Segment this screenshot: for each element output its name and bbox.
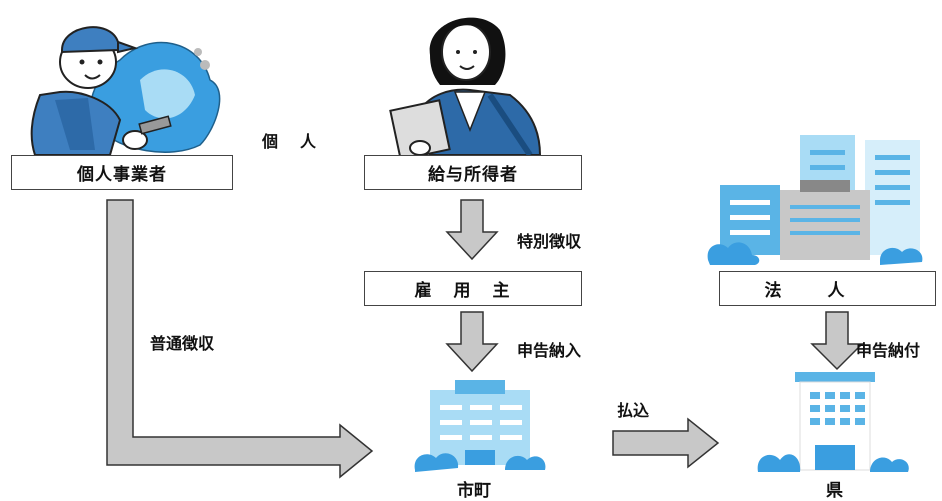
special-collection-arrow [445, 199, 499, 261]
prefecture-building-illustration [757, 372, 909, 472]
employer-label: 雇用主 [414, 281, 532, 301]
corporation-label: 法人 [764, 281, 891, 301]
corporation-buildings-illustration [707, 135, 923, 265]
special-collection-label: 特別徴収 [517, 232, 582, 251]
corporation-box: 法人 [719, 271, 936, 306]
individual-business-box: 個人事業者 [11, 155, 233, 190]
salary-earner-box: 給与所得者 [364, 155, 582, 190]
employer-box: 雇用主 [364, 271, 582, 306]
municipality-building-illustration [414, 380, 546, 472]
declare-payment-label: 申告納付 [856, 341, 921, 360]
municipality-caption: 市町 [457, 481, 491, 501]
prefecture-caption: 県 [826, 481, 843, 501]
business-owner-illustration [30, 26, 221, 156]
ordinary-collection-arrow [106, 199, 374, 479]
individual-label: 個人 [262, 132, 339, 151]
transfer-arrow [612, 417, 720, 469]
salary-earner-label: 給与所得者 [428, 165, 518, 185]
employer-to-municipality-arrow [445, 311, 499, 373]
corporation-to-prefecture-arrow [810, 311, 864, 371]
transfer-label: 払込 [617, 401, 650, 420]
declare-payment-in-label: 申告納入 [517, 341, 582, 360]
ordinary-collection-label: 普通徴収 [150, 334, 215, 353]
individual-business-label: 個人事業者 [77, 165, 167, 185]
salary-earner-illustration [389, 17, 542, 161]
flow-arrows [106, 199, 864, 479]
